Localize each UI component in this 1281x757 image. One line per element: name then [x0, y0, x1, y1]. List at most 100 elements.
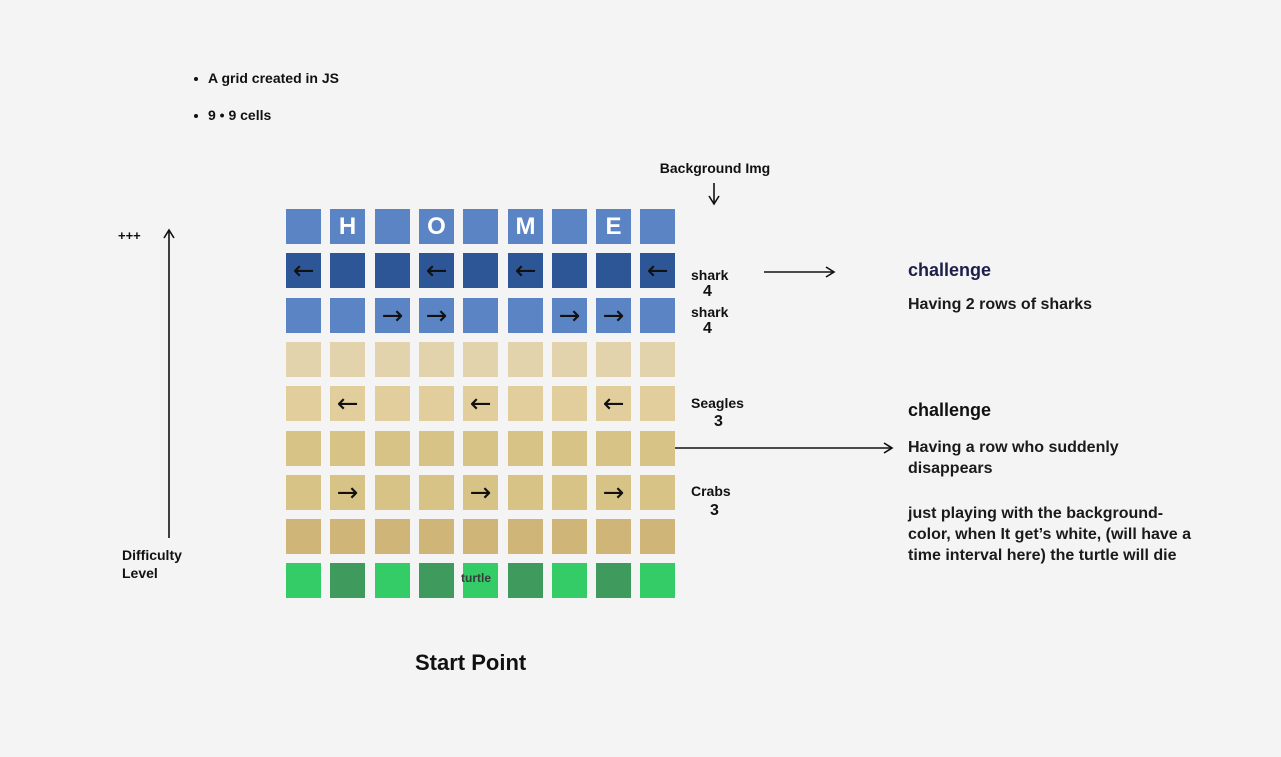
row-label-shark-2: shark 4: [691, 304, 728, 338]
grid-cell-sand-2-7: [596, 519, 631, 554]
arrow-right-icon: →: [425, 300, 448, 331]
grid-cell-start-4: [463, 563, 498, 598]
grid-cell-shark-1-6: [552, 253, 587, 288]
home-letter: H: [338, 212, 357, 240]
grid-cell-crabs-8: [640, 475, 675, 510]
grid-cell-start-8: [640, 563, 675, 598]
arrow-right-icon: →: [602, 477, 625, 508]
arrow-right-icon: →: [381, 300, 404, 331]
grid-cell-home-8: [640, 209, 675, 244]
grid-cell-home-5: M: [508, 209, 543, 244]
grid-cell-seagles-4: ←: [463, 386, 498, 421]
grid-cell-disappear-4: [463, 431, 498, 466]
grid-cell-home-0: [286, 209, 321, 244]
challenge-1-text: Having 2 rows of sharks: [908, 296, 1093, 313]
grid-cell-disappear-7: [596, 431, 631, 466]
grid-cell-start-7: [596, 563, 631, 598]
grid-cell-sand-2-1: [330, 519, 365, 554]
bullet-dot: [194, 77, 198, 81]
difficulty-plus: +++: [118, 228, 141, 243]
challenge-1-title: challenge: [908, 260, 992, 280]
grid-cell-shark-2-7: →: [596, 298, 631, 333]
difficulty-label: Difficulty Level: [122, 546, 182, 582]
grid-cell-sand-1-8: [640, 342, 675, 377]
row-label-count: 4: [703, 283, 712, 300]
grid-cell-sand-1-1: [330, 342, 365, 377]
grid-cell-start-0: [286, 563, 321, 598]
challenge-2-detail: just playing with the background-color, …: [908, 505, 1192, 564]
arrow-left-icon: ←: [292, 255, 315, 286]
grid-cell-home-6: [552, 209, 587, 244]
note-item: A grid created in JS: [192, 70, 339, 107]
grid-cell-shark-2-0: [286, 298, 321, 333]
bullet-dot: [194, 114, 198, 118]
grid-cell-crabs-4: →: [463, 475, 498, 510]
grid-cell-shark-1-3: ←: [419, 253, 454, 288]
grid-cell-sand-2-8: [640, 519, 675, 554]
arrow-right-icon: →: [336, 477, 359, 508]
grid-cell-seagles-1: ←: [330, 386, 365, 421]
arrow-left-icon: ←: [514, 255, 537, 286]
grid-cell-sand-2-6: [552, 519, 587, 554]
home-letter: O: [427, 212, 446, 240]
grid-cell-crabs-2: [375, 475, 410, 510]
row-label-shark-1: shark 4: [691, 267, 728, 301]
grid-cell-sand-1-2: [375, 342, 410, 377]
grid-cell-crabs-5: [508, 475, 543, 510]
grid-cell-sand-2-4: [463, 519, 498, 554]
challenge-2-text: Having a row who suddenly disappears: [908, 439, 1119, 477]
grid-cell-start-3: [419, 563, 454, 598]
grid-cell-shark-2-4: [463, 298, 498, 333]
row-label-count: 4: [703, 320, 712, 337]
grid-cell-seagles-0: [286, 386, 321, 421]
arrow-left-icon: ←: [646, 255, 669, 286]
arrow-right-icon: →: [558, 300, 581, 331]
grid-cell-sand-2-5: [508, 519, 543, 554]
grid-cell-home-3: O: [419, 209, 454, 244]
grid-cell-disappear-8: [640, 431, 675, 466]
row-label-name: shark: [691, 267, 729, 283]
notes-list: A grid created in JS 9 • 9 cells: [192, 70, 339, 144]
grid-cell-shark-1-2: [375, 253, 410, 288]
row-label-crabs: Crabs 3: [691, 483, 731, 520]
grid-cell-home-1: H: [330, 209, 365, 244]
grid-cell-shark-2-3: →: [419, 298, 454, 333]
arrow-right-icon: →: [469, 477, 492, 508]
row-label-name: Crabs: [691, 483, 731, 499]
grid-cell-shark-1-1: [330, 253, 365, 288]
grid-cell-crabs-3: [419, 475, 454, 510]
grid-cell-shark-1-5: ←: [508, 253, 543, 288]
background-img-label: Background Img: [659, 160, 771, 176]
grid-cell-seagles-8: [640, 386, 675, 421]
grid-cell-start-6: [552, 563, 587, 598]
arrow-left-icon: ←: [469, 388, 492, 419]
grid-cell-sand-2-3: [419, 519, 454, 554]
grid-cell-start-2: [375, 563, 410, 598]
grid-cell-seagles-3: [419, 386, 454, 421]
note-item: 9 • 9 cells: [192, 107, 339, 144]
turtle-label: turtle: [461, 571, 491, 585]
grid-cell-disappear-3: [419, 431, 454, 466]
grid-cell-home-2: [375, 209, 410, 244]
grid-cell-shark-1-7: [596, 253, 631, 288]
row-label-count: 3: [714, 413, 723, 430]
grid-cell-shark-1-0: ←: [286, 253, 321, 288]
grid-cell-shark-2-6: →: [552, 298, 587, 333]
grid-cell-home-4: [463, 209, 498, 244]
grid-cell-home-7: E: [596, 209, 631, 244]
row-label-seagles: Seagles 3: [691, 395, 744, 431]
grid-cell-crabs-7: →: [596, 475, 631, 510]
difficulty-label-line: Level: [122, 565, 158, 581]
grid-cell-seagles-2: [375, 386, 410, 421]
home-letter: M: [515, 212, 536, 240]
grid-cell-shark-1-4: [463, 253, 498, 288]
grid-cell-sand-1-4: [463, 342, 498, 377]
row-label-name: Seagles: [691, 395, 744, 411]
grid-cell-sand-1-6: [552, 342, 587, 377]
grid-cell-start-1: [330, 563, 365, 598]
grid-cell-start-5: [508, 563, 543, 598]
grid-cell-seagles-7: ←: [596, 386, 631, 421]
grid-cell-seagles-6: [552, 386, 587, 421]
grid-cell-crabs-1: →: [330, 475, 365, 510]
